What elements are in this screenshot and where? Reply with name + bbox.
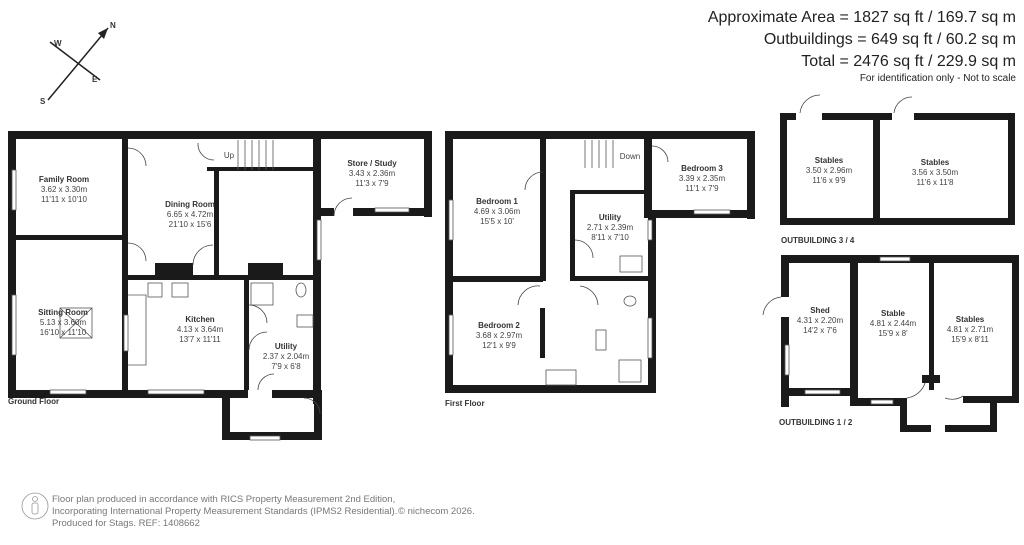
svg-text:15'9 x 8': 15'9 x 8' [878,329,908,338]
svg-text:4.69 x 3.06m: 4.69 x 3.06m [474,207,521,216]
compass-e: E [92,75,98,84]
svg-text:5.13 x 3.60m: 5.13 x 3.60m [40,318,87,327]
svg-text:3.43 x 2.36m: 3.43 x 2.36m [349,169,396,178]
svg-text:4.81 x 2.44m: 4.81 x 2.44m [870,319,917,328]
svg-text:2.37 x 2.04m: 2.37 x 2.04m [263,352,310,361]
svg-text:4.81 x 2.71m: 4.81 x 2.71m [947,325,994,334]
room-sitting-room: Sitting Room [38,308,88,317]
room-shed: Shed [810,306,830,315]
svg-text:11'6 x 9'9: 11'6 x 9'9 [812,176,846,185]
svg-text:11'1 x 7'9: 11'1 x 7'9 [685,184,719,193]
first-floor-label: First Floor [445,399,485,408]
scale-note: For identification only - Not to scale [859,73,1016,84]
svg-text:7'9 x 6'8: 7'9 x 6'8 [271,362,301,371]
svg-text:4.13 x 3.64m: 4.13 x 3.64m [177,325,224,334]
footer-disclaimer: Floor plan produced in accordance with R… [52,494,398,529]
ground-floor-plan: Up Family Room 3.62 x 3.30m 11'11 x 10'1… [8,131,432,441]
svg-text:11'3 x 7'9: 11'3 x 7'9 [355,179,389,188]
svg-text:3.68 x 2.97m: 3.68 x 2.97m [476,331,523,340]
outbuilding-1-2-plan: Shed 4.31 x 2.20m 14'2 x 7'6 Stable 4.81… [762,255,1019,433]
svg-text:14'2 x 7'6: 14'2 x 7'6 [803,326,837,335]
ground-floor-label: Ground Floor [8,397,59,406]
svg-text:6.65 x 4.72m: 6.65 x 4.72m [167,210,214,219]
compass-w: W [54,39,62,48]
svg-text:3.50 x 2.96m: 3.50 x 2.96m [806,166,853,175]
svg-text:2.71 x 2.39m: 2.71 x 2.39m [587,223,634,232]
outbuilding-1-2-label: OUTBUILDING 1 / 2 [779,418,853,427]
room-bedroom-2: Bedroom 2 [478,321,520,330]
svg-text:3.62 x 3.30m: 3.62 x 3.30m [41,185,88,194]
svg-text:3.56 x 3.50m: 3.56 x 3.50m [912,168,959,177]
room-utility: Utility [275,342,298,351]
svg-text:13'7 x 11'11: 13'7 x 11'11 [179,335,221,344]
svg-text:8'11 x 7'10: 8'11 x 7'10 [591,233,629,242]
svg-text:21'10 x 15'6: 21'10 x 15'6 [169,220,212,229]
stairs-down-label: Down [620,152,640,161]
compass-icon: N S E W [40,21,116,106]
compass-n: N [110,21,116,30]
svg-text:3.39 x 2.35m: 3.39 x 2.35m [679,174,726,183]
room-dining-room: Dining Room [165,200,215,209]
room-kitchen: Kitchen [185,315,214,324]
room-family-room: Family Room [39,175,89,184]
room-stables-4: Stables [921,158,950,167]
copyright: © nichecom 2026. [398,506,475,517]
total-area: Total = 2476 sq ft / 229.9 sq m [801,53,1016,70]
room-stables-3: Stables [815,156,844,165]
room-bedroom-3: Bedroom 3 [681,164,723,173]
room-store-study: Store / Study [347,159,397,168]
outbuildings-area: Outbuildings = 649 sq ft / 60.2 sq m [763,31,1016,48]
svg-text:11'6 x 11'8: 11'6 x 11'8 [916,178,954,187]
svg-text:16'10 x 11'10: 16'10 x 11'10 [40,328,87,337]
room-bedroom-1: Bedroom 1 [476,197,518,206]
first-floor-plan: Down Bedroom 1 4.69 x 3.06m 15'5 x 10' U… [445,131,755,408]
svg-text:11'11 x 10'10: 11'11 x 10'10 [41,195,87,204]
svg-text:4.31 x 2.20m: 4.31 x 2.20m [797,316,844,325]
svg-text:12'1 x 9'9: 12'1 x 9'9 [482,341,516,350]
approx-area: Approximate Area = 1827 sq ft / 169.7 sq… [707,9,1016,26]
room-stable: Stable [881,309,906,318]
svg-text:15'5 x 10': 15'5 x 10' [480,217,514,226]
room-utility-first: Utility [599,213,622,222]
person-outline-icon [21,492,49,520]
outbuilding-3-4-label: OUTBUILDING 3 / 4 [781,236,855,245]
stairs-up-label: Up [224,151,235,160]
outbuilding-3-4-plan: Stables 3.50 x 2.96m 11'6 x 9'9 Stables … [780,94,1015,245]
compass-s: S [40,97,46,106]
svg-text:15'9 x 8'11: 15'9 x 8'11 [951,335,989,344]
room-stables-2: Stables [956,315,985,324]
